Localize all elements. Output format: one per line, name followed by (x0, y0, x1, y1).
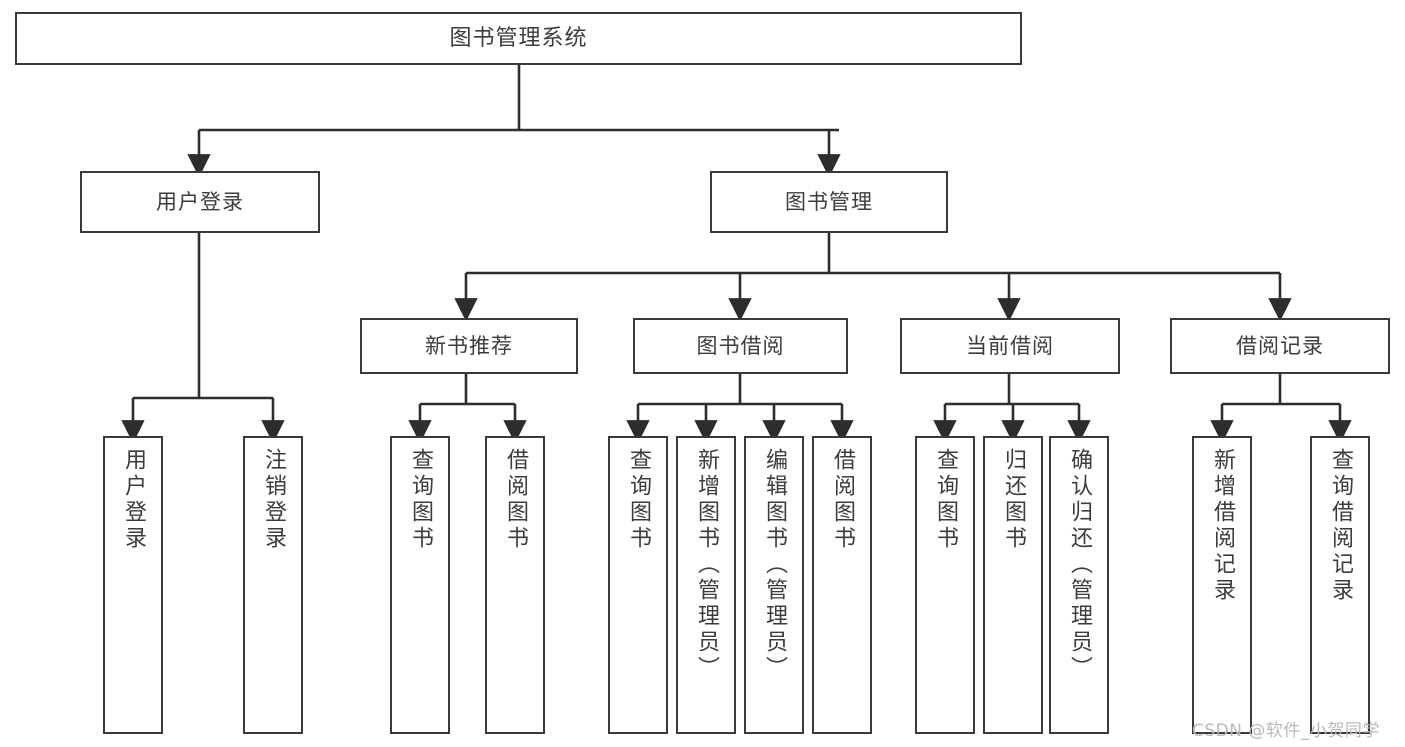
node-root-book-management-system[interactable]: 图书管理系统 (15, 12, 1022, 65)
node-label: 借阅图书 (830, 448, 855, 552)
node-label: 查询图书 (408, 448, 433, 552)
node-label: 新书推荐 (425, 333, 513, 358)
node-label: 编辑图书（管理员） (762, 448, 787, 682)
node-new-book-recommend[interactable]: 新书推荐 (360, 318, 578, 374)
node-label: 归还图书 (1001, 448, 1026, 552)
leaf-query-book-borrow[interactable]: 查询图书 (608, 436, 668, 734)
node-label: 用户登录 (121, 448, 146, 552)
node-label: 查询图书 (933, 448, 958, 552)
node-label: 新增借阅记录 (1210, 448, 1235, 604)
leaf-return-book[interactable]: 归还图书 (983, 436, 1043, 734)
node-label: 新增图书（管理员） (694, 448, 719, 682)
leaf-query-book-recommend[interactable]: 查询图书 (390, 436, 450, 734)
node-label: 图书管理系统 (449, 25, 588, 51)
leaf-query-book-current[interactable]: 查询图书 (915, 436, 975, 734)
leaf-query-borrow-record[interactable]: 查询借阅记录 (1310, 436, 1370, 734)
leaf-user-login[interactable]: 用户登录 (103, 436, 163, 734)
node-label: 注销登录 (261, 448, 286, 552)
node-borrow-record[interactable]: 借阅记录 (1170, 318, 1390, 374)
node-label: 借阅图书 (503, 448, 528, 552)
leaf-borrow-book-recommend[interactable]: 借阅图书 (485, 436, 545, 734)
leaf-add-book-admin[interactable]: 新增图书（管理员） (676, 436, 736, 734)
node-label: 查询借阅记录 (1328, 448, 1353, 604)
node-book-management[interactable]: 图书管理 (710, 171, 948, 233)
node-user-login[interactable]: 用户登录 (80, 171, 320, 233)
leaf-edit-book-admin[interactable]: 编辑图书（管理员） (744, 436, 804, 734)
leaf-borrow-book[interactable]: 借阅图书 (812, 436, 872, 734)
csdn-watermark: CSDN @软件_小贺同学 (1192, 721, 1380, 741)
node-label: 当前借阅 (966, 333, 1054, 358)
leaf-add-borrow-record[interactable]: 新增借阅记录 (1192, 436, 1252, 734)
leaf-logout-login[interactable]: 注销登录 (243, 436, 303, 734)
leaf-confirm-return-admin[interactable]: 确认归还（管理员） (1049, 436, 1109, 734)
node-book-borrow[interactable]: 图书借阅 (633, 318, 848, 374)
node-label: 图书借阅 (696, 333, 785, 358)
node-current-borrow[interactable]: 当前借阅 (900, 318, 1120, 374)
node-label: 图书管理 (785, 189, 873, 214)
node-label: 确认归还（管理员） (1067, 448, 1092, 682)
node-label: 查询图书 (626, 448, 651, 552)
node-label: 借阅记录 (1236, 333, 1324, 358)
node-label: 用户登录 (156, 189, 244, 214)
